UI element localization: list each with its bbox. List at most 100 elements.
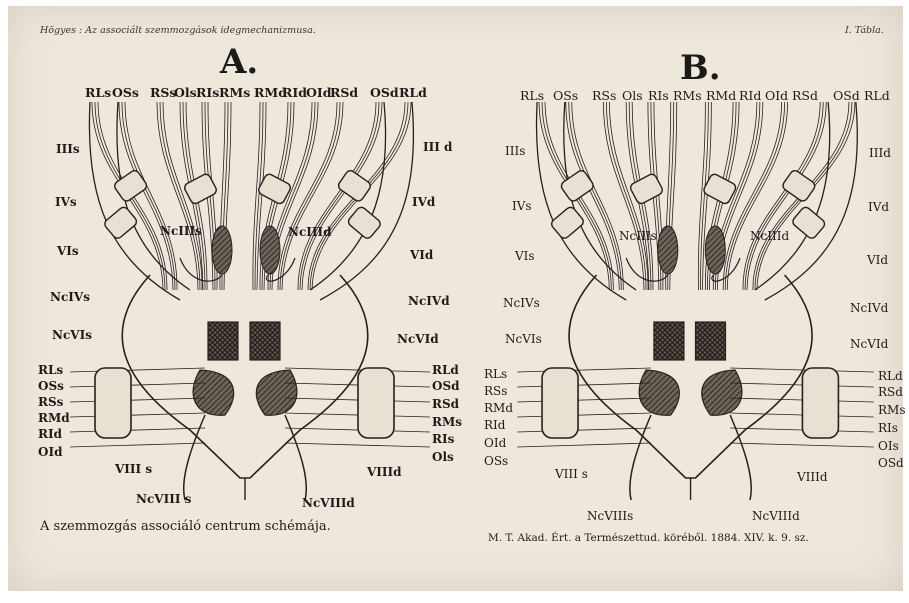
- nerve-sheath: [103, 205, 139, 240]
- plate-number: I. Tábla.: [845, 25, 884, 36]
- a-label-VId: VId: [410, 249, 433, 262]
- a-top-label: RId: [282, 86, 307, 99]
- panel-b-letter: B.: [680, 48, 721, 88]
- b-label-NcVId: NcVId: [850, 338, 888, 351]
- b-top-label: RSs: [592, 89, 616, 102]
- vestibular-sheath-left: [95, 368, 131, 438]
- b-label-IIIs: IIIs: [505, 145, 525, 158]
- nerve-sheath: [702, 173, 737, 206]
- brainstem-outline: [122, 275, 368, 478]
- a-right-muscle: RSd: [432, 398, 459, 411]
- a-top-label: Ols: [174, 86, 197, 99]
- a-top-label: RLd: [399, 86, 427, 99]
- a-label-VIIIs: VIII s: [115, 463, 152, 476]
- b-label-NcIVs: NcIVs: [503, 297, 540, 310]
- panel-b-drawing: [517, 102, 873, 500]
- horizontal-fiber: [517, 443, 651, 447]
- nucleus-VIIIs: [193, 370, 234, 415]
- nucleus-VIIId: [702, 370, 742, 415]
- horizontal-fiber: [70, 398, 205, 402]
- nerve-sheath: [257, 173, 292, 206]
- a-label-NcIIIs: NcIIIs: [160, 225, 202, 238]
- nerve-sheath: [550, 205, 586, 240]
- b-label-IVs: IVs: [512, 200, 532, 213]
- a-label-NcVId: NcVId: [397, 333, 439, 346]
- caption-right: M. T. Akad. Ért. a Természettud. köréből…: [488, 532, 809, 544]
- nucleus-VIs: [208, 322, 238, 360]
- a-label-IVd: IVd: [412, 196, 435, 209]
- a-left-muscle: RLs: [38, 364, 63, 377]
- nucleus-VId: [250, 322, 280, 360]
- a-left-muscle: RSs: [38, 396, 63, 409]
- b-label-VIIId: VIIId: [797, 471, 828, 484]
- b-top-label: RLd: [864, 89, 890, 102]
- a-left-muscle: OId: [38, 446, 62, 459]
- a-top-label: OId: [306, 86, 331, 99]
- horizontal-fiber: [70, 413, 205, 417]
- b-top-label: RMd: [706, 89, 736, 102]
- b-label-IVd: IVd: [868, 201, 889, 214]
- a-label-NcIVs: NcIVs: [50, 291, 90, 304]
- b-label-VIs: VIs: [515, 250, 535, 263]
- b-left-muscle: RSs: [484, 385, 507, 398]
- a-left-muscle: RId: [38, 428, 62, 441]
- a-left-muscle: RMd: [38, 412, 70, 425]
- b-label-NcIIId: NcIIId: [750, 230, 789, 243]
- nerve-trunk: [310, 102, 386, 290]
- b-label-NcVIIId: NcVIIId: [752, 510, 800, 523]
- a-right-muscle: RLd: [432, 364, 459, 377]
- a-label-NcIVd: NcIVd: [408, 295, 450, 308]
- horizontal-fiber: [730, 443, 874, 447]
- a-top-label: RSd: [330, 86, 358, 99]
- a-label-IIId: III d: [423, 141, 452, 154]
- b-left-muscle: RId: [484, 419, 505, 432]
- nucleus-VIs: [654, 322, 684, 360]
- horizontal-fiber: [70, 368, 205, 372]
- a-left-muscle: OSs: [38, 380, 64, 393]
- a-top-label: RLs: [85, 86, 111, 99]
- b-top-label: OId: [765, 89, 788, 102]
- b-label-NcVIIIs: NcVIIIs: [587, 510, 633, 523]
- nucleus-IIId: [705, 226, 725, 274]
- nerve-sheath: [791, 205, 827, 240]
- b-right-muscle: RIs: [878, 422, 898, 435]
- b-left-muscle: RLs: [484, 368, 507, 381]
- nucleus-VIIIs: [639, 370, 679, 415]
- horizontal-fiber: [70, 428, 205, 432]
- header-title: Högyes : Az associált szemmozgások idegm…: [40, 25, 316, 36]
- a-label-VIs: VIs: [57, 245, 79, 258]
- b-right-muscle: OSd: [878, 457, 904, 470]
- a-right-muscle: RMs: [432, 416, 462, 429]
- a-top-label: RSs: [150, 86, 176, 99]
- b-right-muscle: RMs: [878, 404, 905, 417]
- b-label-NcIIIs: NcIIIs: [619, 230, 657, 243]
- b-top-label: OSd: [833, 89, 860, 102]
- b-label-VId: VId: [867, 254, 888, 267]
- a-label-NcVIs: NcVIs: [52, 329, 92, 342]
- nerve-sheath: [629, 173, 664, 206]
- a-label-NcVIIId: NcVIIId: [302, 497, 355, 510]
- horizontal-fiber: [70, 443, 205, 447]
- vestibular-sheath-right: [358, 368, 394, 438]
- a-top-label: RIs: [196, 86, 219, 99]
- brainstem-outline: [569, 275, 812, 478]
- horizontal-fiber: [517, 413, 651, 417]
- b-right-muscle: OIs: [878, 440, 899, 453]
- panel-a-drawing: [70, 102, 430, 500]
- b-top-label: RLs: [520, 89, 544, 102]
- nerve-sheath: [347, 205, 383, 240]
- nerve-sheath: [337, 169, 373, 203]
- a-label-IVs: IVs: [55, 196, 77, 209]
- vestibular-sheath-right: [802, 368, 838, 438]
- horizontal-fiber: [517, 428, 651, 432]
- nerve-sheath: [559, 169, 595, 203]
- nucleus-IIIs: [658, 226, 678, 274]
- nucleus-VId: [696, 322, 726, 360]
- a-label-NcVIIIs: NcVIII s: [136, 493, 191, 506]
- horizontal-fiber: [517, 398, 651, 402]
- panel-a-letter: A.: [220, 42, 258, 82]
- a-top-label: RMs: [219, 86, 250, 99]
- b-left-muscle: RMd: [484, 402, 513, 415]
- b-top-label: OSs: [553, 89, 578, 102]
- b-label-VIIIs: VIII s: [555, 468, 588, 481]
